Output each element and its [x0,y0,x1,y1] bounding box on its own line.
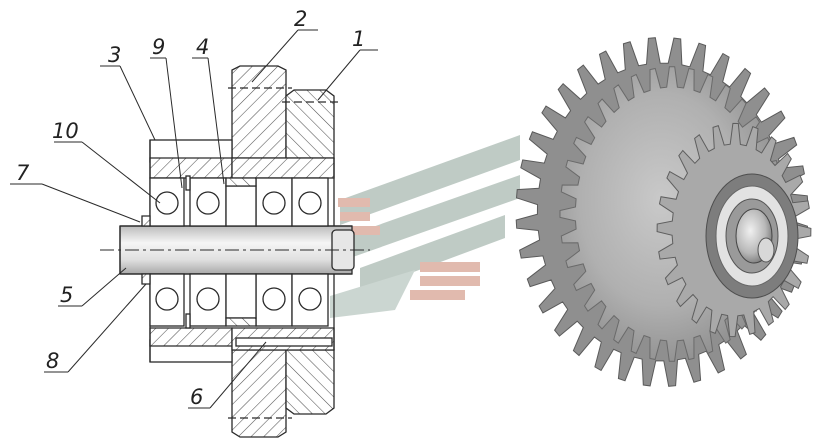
gear-3d-render [515,37,812,387]
callout-2: 2 [294,7,307,31]
gear-2-section [228,65,292,438]
gear-hub-section [149,139,335,363]
callout-9: 9 [152,35,165,59]
bearings [149,175,329,329]
callout-10: 10 [52,119,79,143]
gear-1-section [282,89,340,415]
callout-3: 3 [108,43,121,67]
shaft-tip [757,237,775,263]
callout-labels: 1 2 3 4 5 6 7 8 9 10 [16,7,365,409]
callout-7: 7 [16,161,30,185]
callout-8: 8 [46,349,59,373]
watermark-logo [330,135,520,318]
section-drawing [10,29,378,438]
shaft-5 [100,225,370,275]
callout-6: 6 [190,385,203,409]
leader-lines [10,29,378,409]
callout-1: 1 [352,27,365,51]
callout-4: 4 [196,35,209,59]
callout-5: 5 [60,283,73,307]
